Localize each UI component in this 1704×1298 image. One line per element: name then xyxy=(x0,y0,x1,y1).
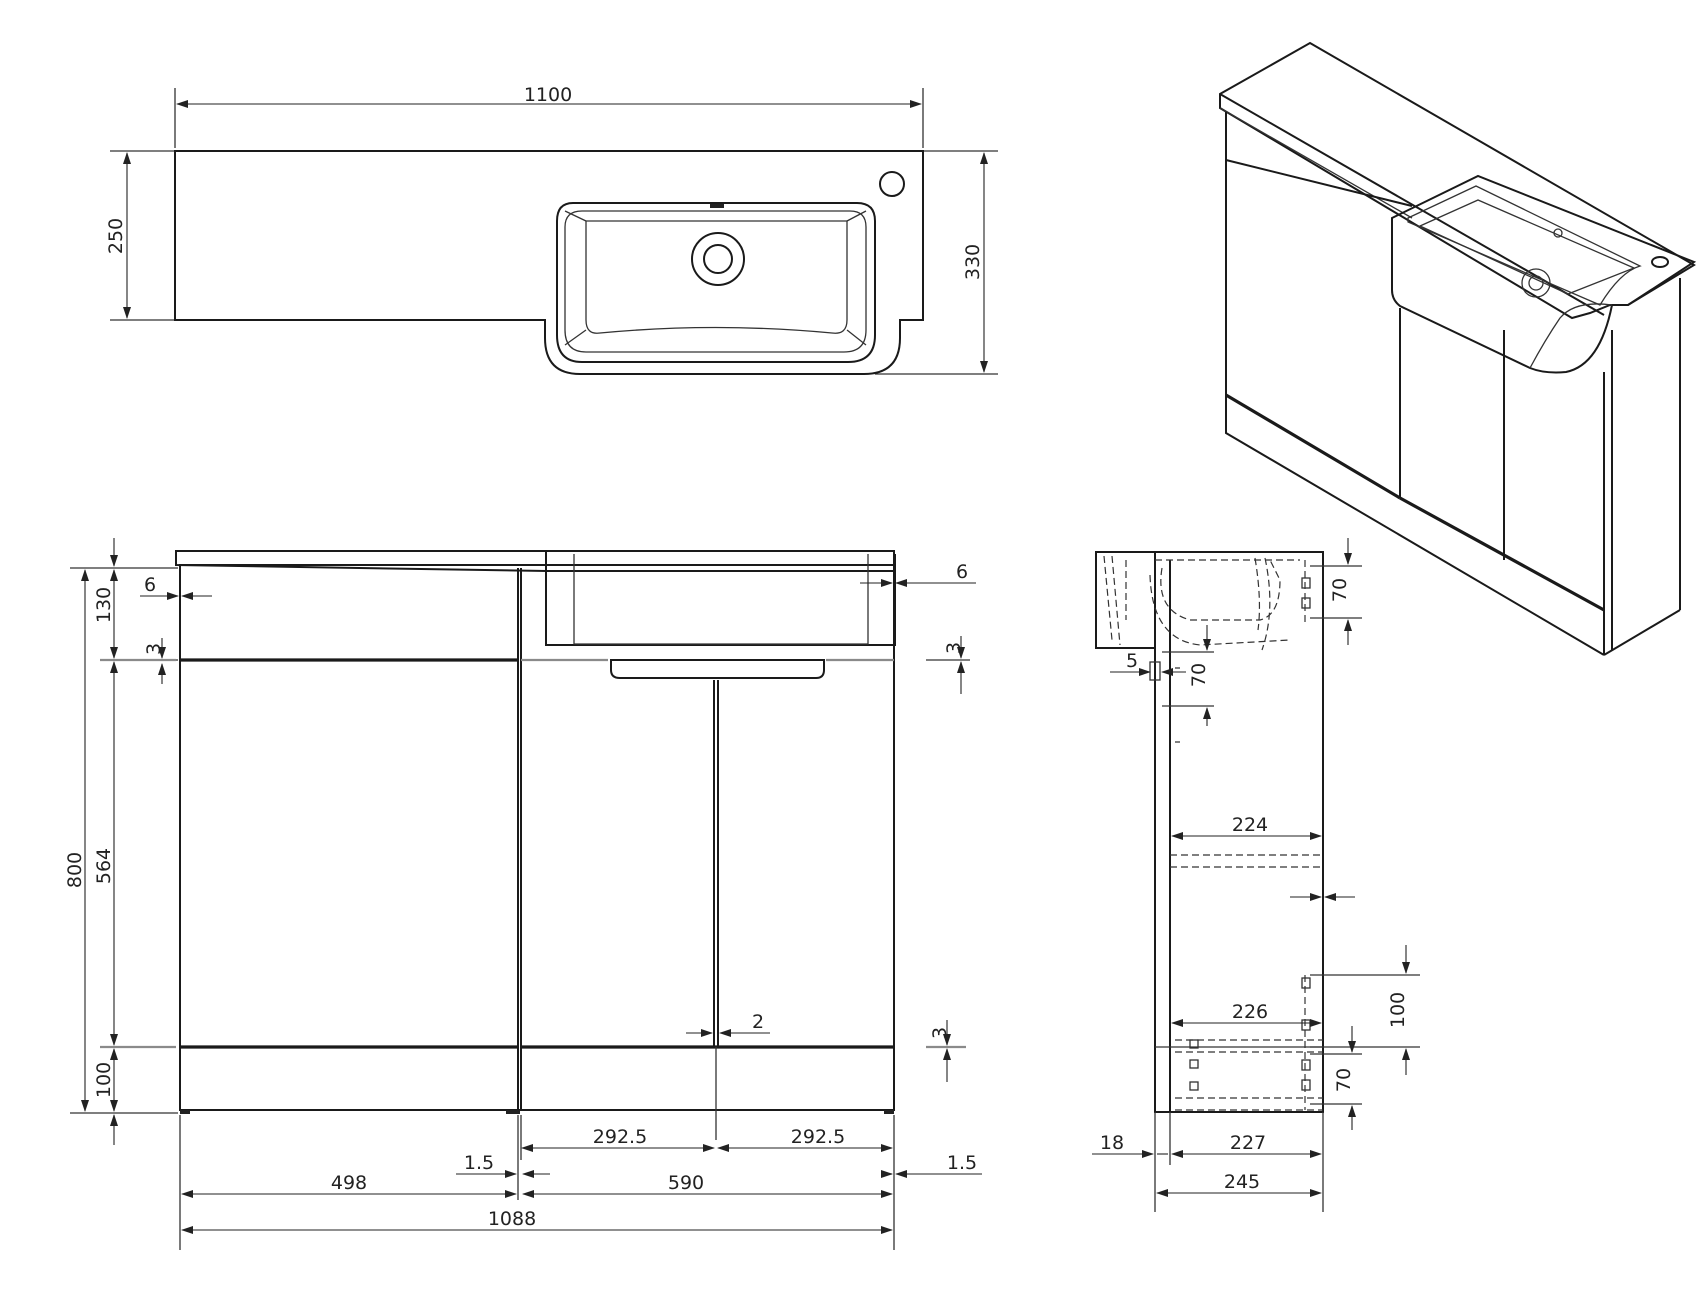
dim-front-rail-gap-top: 3 xyxy=(143,643,165,655)
dim-front-overhang-right: 6 xyxy=(956,561,968,583)
dim-side-panel-18: 18 xyxy=(1100,1132,1124,1154)
dim-front-total-height: 800 xyxy=(64,852,86,888)
dim-side-inner-227: 227 xyxy=(1230,1132,1266,1154)
side-view: 70 70 5 224 226 100 70 xyxy=(1092,538,1420,1212)
dim-front-right-3: 3 xyxy=(943,642,965,654)
dim-front-door-gap: 2 xyxy=(752,1011,764,1033)
dim-front-gap-left: 1.5 xyxy=(464,1152,494,1174)
cabinet-carcass xyxy=(179,564,895,1111)
tap-hole-icon xyxy=(879,171,905,197)
dim-front-gap-right: 1.5 xyxy=(947,1152,977,1174)
dim-front-half-left: 292.5 xyxy=(593,1126,647,1148)
dim-top-depth-right: 330 xyxy=(962,244,984,280)
iso-basin xyxy=(1391,174,1697,374)
dim-front-door-height: 564 xyxy=(93,848,115,884)
front-view: 800 130 564 100 3 6 6 3 3 2 xyxy=(64,538,982,1250)
dim-front-left-width: 498 xyxy=(331,1172,367,1194)
dim-side-top-70: 70 xyxy=(1329,578,1351,602)
basin-outer xyxy=(556,202,876,363)
dim-side-inner-226: 226 xyxy=(1232,1001,1268,1023)
dim-side-total-245: 245 xyxy=(1224,1171,1260,1193)
dim-side-hinge-70: 70 xyxy=(1188,663,1210,687)
dim-front-plinth: 100 xyxy=(93,1062,115,1098)
dim-front-plinth-gap-right: 3 xyxy=(929,1027,951,1039)
dim-side-hinge-100: 100 xyxy=(1387,992,1409,1028)
dim-side-offset-5: 5 xyxy=(1126,650,1138,672)
dim-side-bottom-70: 70 xyxy=(1333,1068,1355,1092)
vanity-top-outline xyxy=(174,150,924,375)
dim-front-top-rail: 130 xyxy=(93,587,115,623)
isometric-view xyxy=(1219,41,1697,656)
dim-side-inner-224: 224 xyxy=(1232,814,1268,836)
dim-front-overhang-left: 6 xyxy=(144,574,156,596)
top-view: 1100 250 330 xyxy=(105,84,998,375)
dim-front-total-width: 1088 xyxy=(488,1208,536,1230)
dim-front-right-width: 590 xyxy=(668,1172,704,1194)
dim-top-width: 1100 xyxy=(524,84,572,106)
dim-top-depth-left: 250 xyxy=(105,218,127,254)
dim-front-half-right: 292.5 xyxy=(791,1126,845,1148)
drain-icon xyxy=(691,232,745,286)
